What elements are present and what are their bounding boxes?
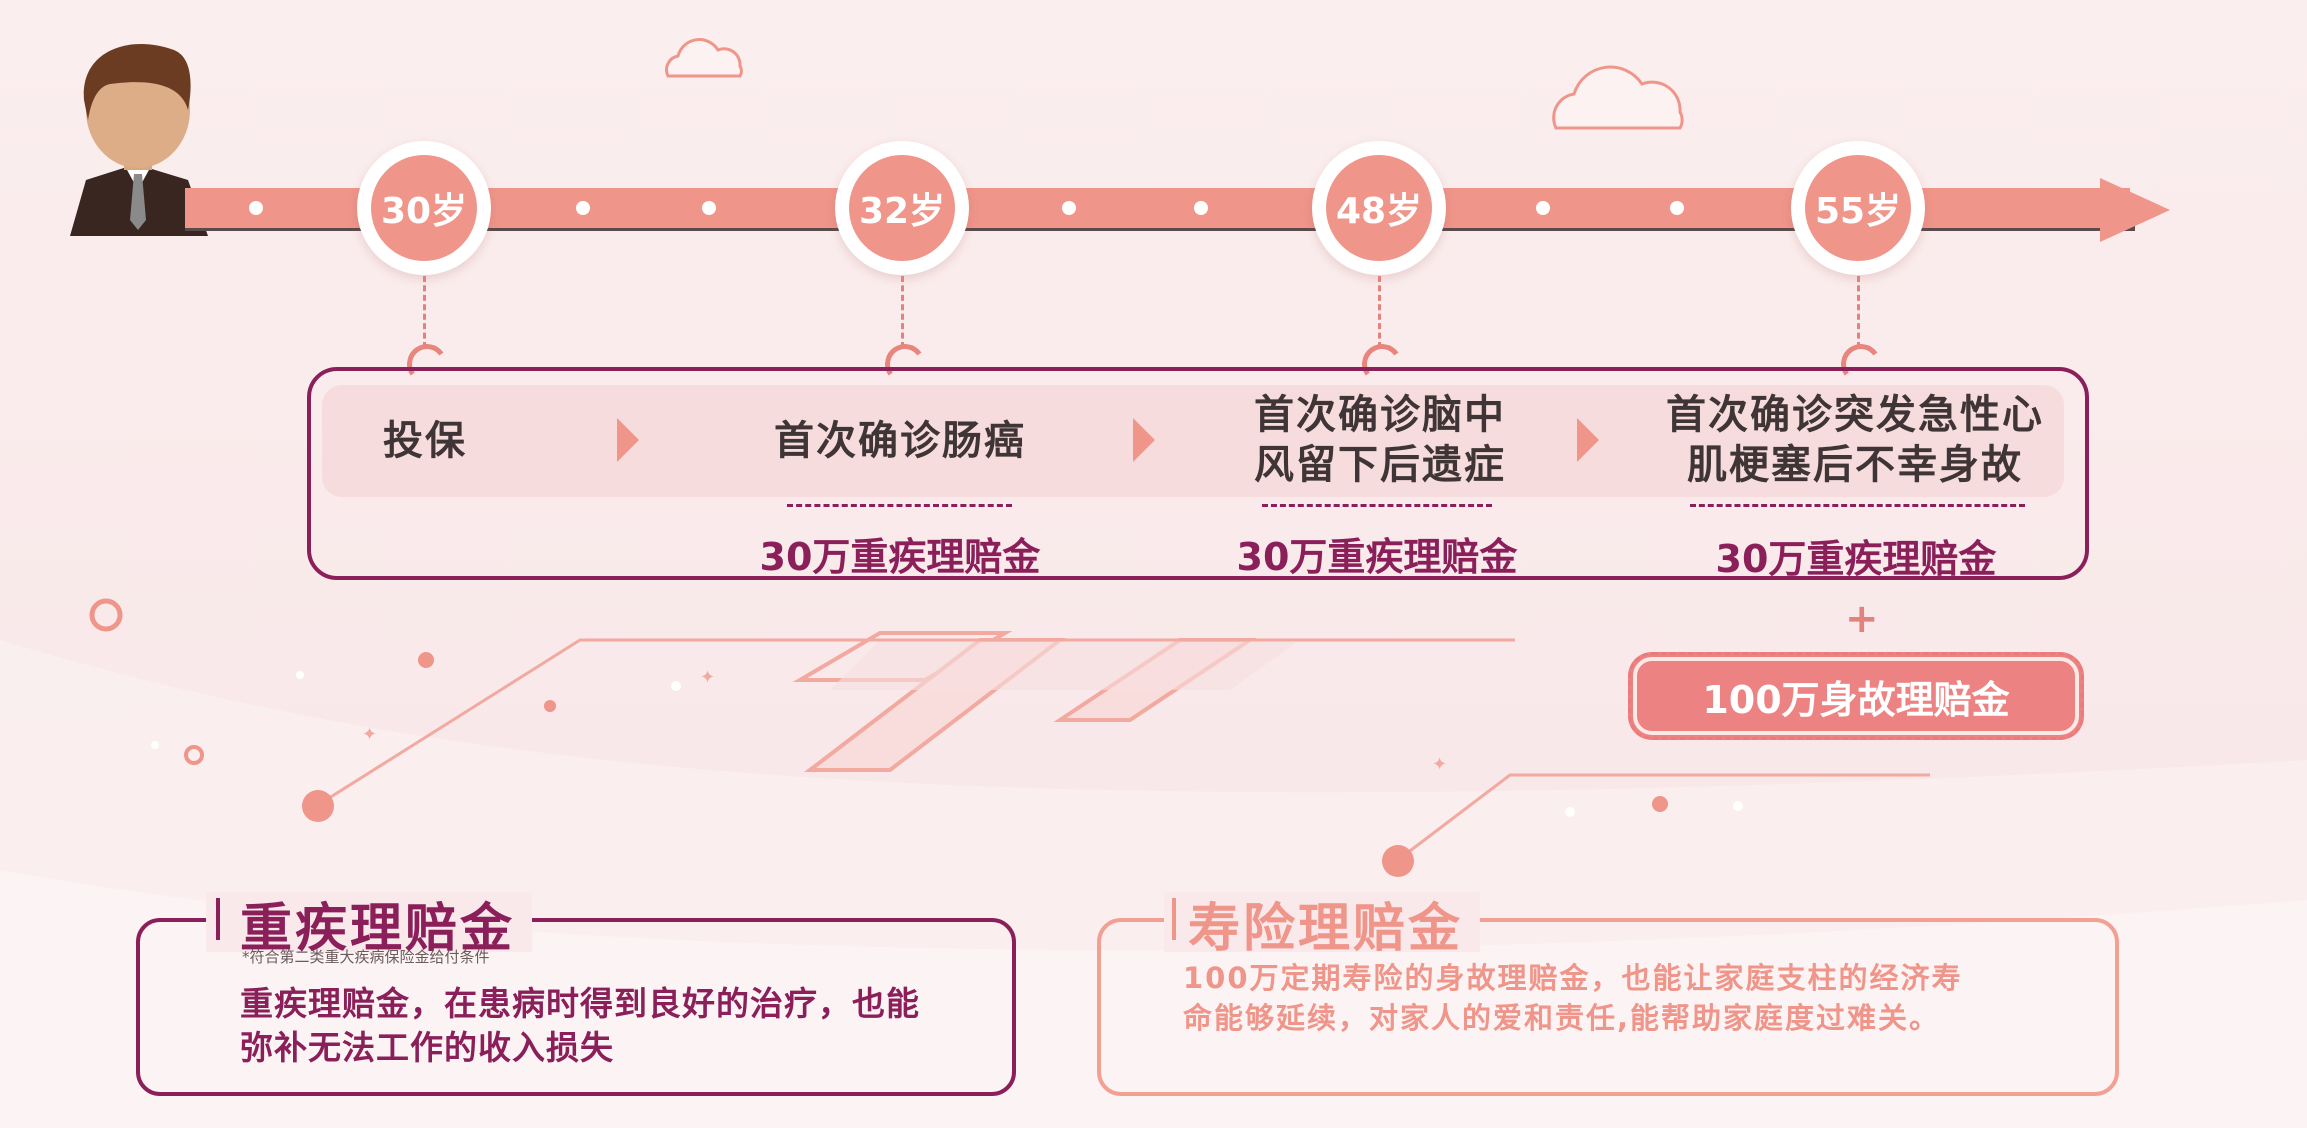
critical-illness-panel bbox=[136, 918, 1016, 1096]
chevron-right-icon bbox=[617, 418, 639, 462]
title-backdrop bbox=[206, 892, 532, 952]
stage-band bbox=[322, 385, 2064, 497]
critical-illness-title: 重疾理赔金 bbox=[240, 899, 516, 959]
body-line: 重疾理赔金，在患病时得到良好的治疗，也能 bbox=[240, 984, 920, 1023]
stage-label-line: 风留下后遗症 bbox=[1254, 442, 1506, 488]
stage-panel bbox=[307, 367, 2089, 580]
milestone-connector bbox=[1857, 276, 1860, 348]
title-backdrop bbox=[1164, 892, 1480, 952]
body-line: 命能够延续，对家人的爱和责任,能帮助家庭度过难关。 bbox=[1183, 1001, 1941, 1035]
timeline-dot bbox=[576, 201, 590, 215]
body-line: 弥补无法工作的收入损失 bbox=[240, 1028, 614, 1067]
milestone-age-55: 55岁 bbox=[1791, 141, 1925, 275]
svg-text:✦: ✦ bbox=[1432, 754, 1447, 775]
milestone-label: 30岁 bbox=[371, 155, 477, 261]
dashed-separator bbox=[1690, 504, 2025, 507]
milestone-age-48: 48岁 bbox=[1312, 141, 1446, 275]
milestone-age-30: 30岁 bbox=[357, 141, 491, 275]
dashed-separator bbox=[787, 504, 1012, 507]
timeline-dot bbox=[1062, 201, 1076, 215]
critical-illness-note: *符合第二类重大疾病保险金给付条件 bbox=[242, 948, 490, 966]
chevron-right-icon bbox=[1133, 418, 1155, 462]
milestone-age-32: 32岁 bbox=[835, 141, 969, 275]
timeline-arrow-head bbox=[2100, 178, 2170, 242]
life-insurance-title: 寿险理赔金 bbox=[1188, 899, 1464, 959]
amount-label: 30万重疾理赔金 bbox=[1715, 537, 1997, 581]
stage-label-line: 首次确诊脑中 bbox=[1254, 392, 1506, 438]
plus-sign: + bbox=[1845, 596, 1879, 642]
timeline-dot bbox=[1194, 201, 1208, 215]
timeline-dot bbox=[1670, 201, 1684, 215]
amount-label: 30万重疾理赔金 bbox=[1236, 535, 1518, 579]
title-marker bbox=[1172, 898, 1176, 940]
stage-label-stroke: 首次确诊脑中 风留下后遗症 bbox=[1210, 390, 1550, 490]
stage-label-line: 首次确诊突发急性心 bbox=[1666, 392, 2044, 438]
milestone-label: 55岁 bbox=[1805, 155, 1911, 261]
body-line: 100万定期寿险的身故理赔金，也能让家庭支柱的经济寿 bbox=[1183, 961, 1963, 995]
milestone-connector bbox=[1378, 276, 1381, 348]
life-insurance-body: 100万定期寿险的身故理赔金，也能让家庭支柱的经济寿 命能够延续，对家人的爱和责… bbox=[1183, 958, 2103, 1038]
chevron-right-icon bbox=[1577, 418, 1599, 462]
stage-label-colon-cancer: 首次确诊肠癌 bbox=[774, 418, 1026, 464]
stage-label-line: 肌梗塞后不幸身故 bbox=[1687, 442, 2023, 488]
amount-label: 30万重疾理赔金 bbox=[759, 535, 1041, 579]
milestone-label: 48岁 bbox=[1326, 155, 1432, 261]
timeline-dot bbox=[249, 201, 263, 215]
svg-text:✦: ✦ bbox=[700, 667, 715, 688]
life-insurance-panel bbox=[1097, 918, 2119, 1096]
stage-label-heart-attack: 首次确诊突发急性心 肌梗塞后不幸身故 bbox=[1630, 390, 2080, 490]
timeline-dot bbox=[702, 201, 716, 215]
death-benefit-badge: 100万身故理赔金 bbox=[1628, 652, 2084, 740]
milestone-connector bbox=[423, 276, 426, 348]
milestone-label: 32岁 bbox=[849, 155, 955, 261]
milestone-connector bbox=[901, 276, 904, 348]
critical-illness-body: 重疾理赔金，在患病时得到良好的治疗，也能 弥补无法工作的收入损失 bbox=[240, 982, 1000, 1070]
svg-text:✦: ✦ bbox=[362, 724, 377, 745]
businessman-avatar-icon bbox=[70, 44, 208, 236]
stage-label-enroll: 投保 bbox=[383, 418, 467, 464]
timeline-dot bbox=[1536, 201, 1550, 215]
title-marker bbox=[216, 898, 220, 940]
dashed-separator bbox=[1262, 504, 1492, 507]
